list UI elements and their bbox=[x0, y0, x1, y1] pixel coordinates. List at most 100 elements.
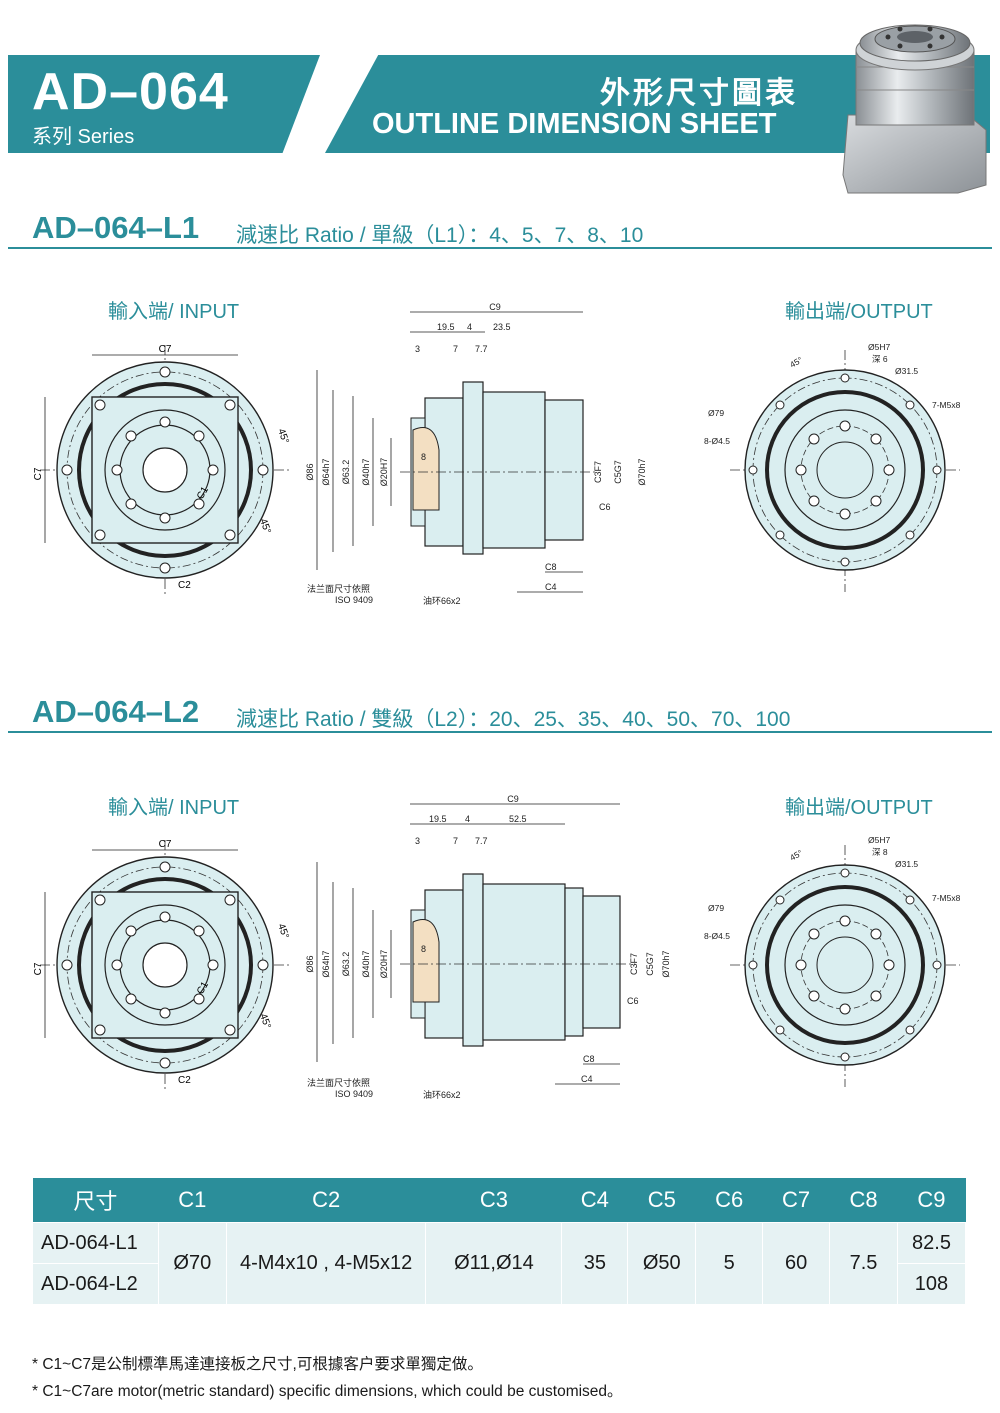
table-cell-c9: 82.5 bbox=[896, 1222, 967, 1264]
header-left-banner bbox=[8, 55, 320, 153]
l1-input-c7-top: C7 bbox=[159, 344, 172, 355]
l1-side-4: 4 bbox=[467, 322, 472, 332]
l1-out-phi79: Ø79 bbox=[708, 408, 724, 418]
l2-side-c3: C3F7 bbox=[629, 953, 639, 975]
l2-side-7: 7 bbox=[453, 836, 458, 846]
l2-input-c7-top: C7 bbox=[159, 839, 172, 850]
section-l2-model: AD–064–L2 bbox=[32, 694, 200, 729]
l2-out-m5: 7-M5x8 bbox=[932, 893, 961, 903]
section-l1-model: AD–064–L1 bbox=[32, 210, 200, 245]
l1-out-phi5: Ø5H7 bbox=[868, 342, 890, 352]
l2-side-c5: C5G7 bbox=[645, 952, 655, 976]
l2-side-phi20: Ø20H7 bbox=[379, 950, 389, 979]
l2-out-phi79: Ø79 bbox=[708, 903, 724, 913]
table-cell-model: AD-064-L2 bbox=[32, 1263, 159, 1305]
l1-side-c5: C5G7 bbox=[613, 460, 623, 484]
section-l1-output-drawing: Ø5H7 深 6 Ø31.5 7-M5x8 Ø79 8-Ø4.5 45° bbox=[704, 342, 961, 592]
l1-input-c7-side: C7 bbox=[33, 467, 44, 480]
l2-side-4: 4 bbox=[465, 814, 470, 824]
section-l2-output-label: 輸出端/OUTPUT bbox=[785, 797, 933, 819]
series-label: 系列 Series bbox=[32, 126, 135, 148]
table-header-row: 尺寸 C1 C2 C3 C4 C5 C6 C7 C8 C9 bbox=[32, 1178, 966, 1223]
table-cell-c2: 4-M4x10 , 4-M5x12 bbox=[225, 1222, 427, 1305]
l1-side-c3: C3F7 bbox=[593, 461, 603, 483]
sheet-title-zh: 外形尺寸圖表 bbox=[600, 77, 798, 110]
table-cell-model: AD-064-L1 bbox=[32, 1222, 159, 1264]
l2-side-c6: C6 bbox=[627, 996, 639, 1006]
l2-side-c8: C8 bbox=[583, 1054, 595, 1064]
l1-side-23-5: 23.5 bbox=[493, 322, 511, 332]
table-cell-c8: 7.5 bbox=[829, 1222, 898, 1305]
l1-side-phi63: Ø63.2 bbox=[341, 460, 351, 485]
section-l1-ratio: 減速比 Ratio / 單級（L1）：4、5、7、8、10 bbox=[236, 224, 644, 247]
l1-side-3: 3 bbox=[415, 344, 420, 354]
section-l2-input-label: 輸入端/ INPUT bbox=[108, 797, 240, 819]
l1-input-45a: 45° bbox=[275, 427, 291, 445]
section-l1-output-label: 輸出端/OUTPUT bbox=[785, 301, 933, 323]
l2-out-phi31: Ø31.5 bbox=[895, 859, 918, 869]
l1-side-7: 7 bbox=[453, 344, 458, 354]
l1-out-phi31: Ø31.5 bbox=[895, 366, 918, 376]
l1-side-7-7: 7.7 bbox=[475, 344, 488, 354]
table-header: C8 bbox=[829, 1178, 898, 1223]
section-l1-input-drawing: C7 C7 C2 C1 45° 45° bbox=[33, 344, 291, 595]
section-l1-side-drawing: C9 19.5 4 23.5 3 7 7.7 Ø86 Ø64h7 Ø63.2 Ø… bbox=[305, 302, 647, 606]
l2-input-45a: 45° bbox=[275, 922, 291, 940]
table-header: C5 bbox=[627, 1178, 696, 1223]
section-l1-divider bbox=[8, 247, 992, 249]
l2-side-phi40: Ø40h7 bbox=[361, 950, 371, 977]
l1-out-holes: 8-Ø4.5 bbox=[704, 436, 730, 446]
table-cell-c7: 60 bbox=[762, 1222, 831, 1305]
sheet-title-en: OUTLINE DIMENSION SHEET bbox=[372, 108, 777, 140]
table-header: C6 bbox=[695, 1178, 763, 1223]
section-l2-ratio: 減速比 Ratio / 雙級（L2）：20、25、35、40、50、70、100 bbox=[236, 708, 791, 731]
table-cell-c3: Ø11,Ø14 bbox=[425, 1222, 563, 1305]
l1-side-phi64: Ø64h7 bbox=[321, 458, 331, 485]
l2-side-3: 3 bbox=[415, 836, 420, 846]
table-header: C1 bbox=[158, 1178, 227, 1223]
dimension-table: 尺寸 C1 C2 C3 C4 C5 C6 C7 C8 C9 AD-064-L1 … bbox=[32, 1178, 967, 1305]
l2-side-phi63: Ø63.2 bbox=[341, 952, 351, 977]
l1-side-c9: C9 bbox=[489, 302, 501, 312]
table-header: C4 bbox=[561, 1178, 628, 1223]
model-title: AD–064 bbox=[32, 63, 229, 121]
l2-side-52-5: 52.5 bbox=[509, 814, 527, 824]
l2-out-45: 45° bbox=[788, 848, 804, 863]
table-header: 尺寸 bbox=[32, 1178, 159, 1223]
section-l1-input-label: 輸入端/ INPUT bbox=[108, 301, 240, 323]
l2-input-c2: C2 bbox=[178, 1075, 191, 1086]
table-row: AD-064-L2 108 bbox=[32, 1263, 967, 1305]
l2-side-phi86: Ø86 bbox=[305, 955, 315, 972]
section-l2-divider bbox=[8, 731, 992, 733]
table-cell-c6: 5 bbox=[695, 1222, 764, 1305]
l1-out-m5: 7-M5x8 bbox=[932, 400, 961, 410]
table-cell-c5: Ø50 bbox=[627, 1222, 697, 1305]
l1-side-oring: 油环66x2 bbox=[423, 595, 461, 606]
l1-input-c2: C2 bbox=[178, 580, 191, 591]
l1-side-flange-note: 法兰面尺寸依照 bbox=[307, 583, 370, 594]
l2-side-flange-note: 法兰面尺寸依照 bbox=[307, 1077, 370, 1088]
table-header: C9 bbox=[897, 1178, 966, 1223]
l2-side-8: 8 bbox=[421, 944, 426, 954]
table-cell-c9: 108 bbox=[896, 1263, 967, 1305]
table-row: AD-064-L1 Ø70 4-M4x10 , 4-M5x12 Ø11,Ø14 … bbox=[32, 1222, 967, 1305]
l2-side-phi64: Ø64h7 bbox=[321, 950, 331, 977]
l2-input-45b: 45° bbox=[257, 1012, 273, 1030]
l2-side-oring: 油环66x2 bbox=[423, 1089, 461, 1100]
section-l2-input-drawing: C7 C7 C2 C1 45° 45° bbox=[33, 839, 291, 1090]
l2-side-c4: C4 bbox=[581, 1074, 593, 1084]
l1-input-45b: 45° bbox=[257, 517, 273, 535]
l1-side-c4: C4 bbox=[545, 582, 557, 592]
l1-out-45: 45° bbox=[788, 355, 804, 370]
l2-side-phi70: Ø70h7 bbox=[661, 950, 671, 977]
l1-side-iso: ISO 9409 bbox=[335, 595, 373, 605]
l2-out-phi5: Ø5H7 bbox=[868, 835, 890, 845]
note-zh: * C1~C7是公制標準馬達連接板之尺寸,可根據客户要求單獨定做。 bbox=[32, 1356, 483, 1373]
table-header: C2 bbox=[226, 1178, 426, 1223]
l1-side-c6: C6 bbox=[599, 502, 611, 512]
section-l2-output-drawing: Ø5H7 深 8 Ø31.5 7-M5x8 Ø79 8-Ø4.5 45° bbox=[704, 835, 961, 1087]
l2-side-c9: C9 bbox=[507, 794, 519, 804]
l2-side-iso: ISO 9409 bbox=[335, 1089, 373, 1099]
l1-side-19-5: 19.5 bbox=[437, 322, 455, 332]
l2-side-19-5: 19.5 bbox=[429, 814, 447, 824]
